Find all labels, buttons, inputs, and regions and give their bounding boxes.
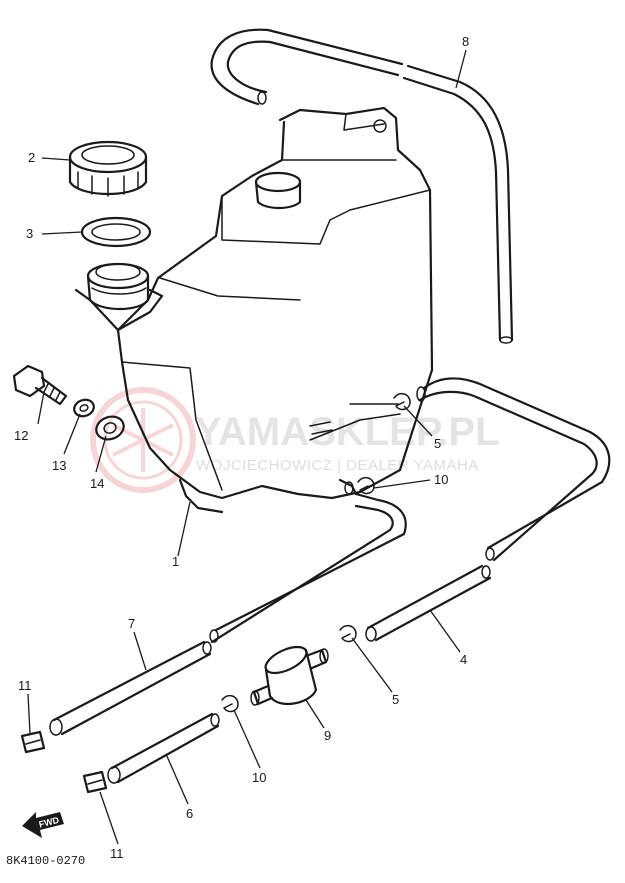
clip-10-upper — [357, 476, 375, 495]
callout-7: 7 — [128, 616, 135, 631]
part-6-hose — [107, 712, 220, 784]
watermark-main-text: YAMASKLEP.PL — [195, 410, 500, 454]
clip-5-lower — [339, 624, 357, 643]
clip-11-upper — [20, 730, 46, 754]
watermark: YAMASKLEP.PL WOJCIECHOWICZ | DEALER YAMA… — [90, 387, 500, 493]
callout-10-upper: 10 — [434, 472, 448, 487]
clip-10-lower — [221, 694, 239, 713]
callout-12: 12 — [14, 428, 28, 443]
callout-5-upper: 5 — [434, 436, 441, 451]
part-2-cap — [68, 140, 148, 197]
part-3-gasket — [80, 216, 152, 248]
callout-10-lower: 10 — [252, 770, 266, 785]
watermark-logo-icon — [90, 387, 196, 493]
part-7-hose — [49, 492, 407, 736]
clip-5-upper — [393, 392, 411, 411]
part-1-reservoir-tank — [74, 106, 434, 514]
callout-1: 1 — [172, 554, 179, 569]
callout-9: 9 — [324, 728, 331, 743]
callouts: 2 3 8 12 13 14 1 5 10 4 5 7 9 10 6 11 11 — [14, 34, 469, 861]
callout-5-lower: 5 — [392, 692, 399, 707]
clip-11-lower — [82, 770, 108, 794]
part-4-overflow-hose — [365, 377, 611, 642]
drawing-number: 8K4100-0270 — [6, 854, 85, 868]
callout-13: 13 — [52, 458, 66, 473]
part-13-washer — [73, 398, 95, 418]
watermark-sub-text: WOJCIECHOWICZ | DEALER YAMAHA — [196, 457, 479, 474]
callout-2: 2 — [28, 150, 35, 165]
callout-11-upper: 11 — [18, 678, 32, 693]
callout-11-lower: 11 — [110, 846, 124, 861]
callout-3: 3 — [26, 226, 33, 241]
leader-lines — [27, 49, 467, 845]
callout-6: 6 — [186, 806, 193, 821]
forward-arrow-icon: FWD — [22, 812, 64, 838]
part-14-grommet — [95, 415, 125, 441]
callout-14: 14 — [90, 476, 104, 491]
part-9-valve — [250, 645, 329, 706]
callout-4: 4 — [460, 652, 467, 667]
part-12-bolt — [12, 364, 68, 406]
part-8-breather-hose — [210, 28, 514, 344]
fwd-label: FWD — [38, 815, 61, 830]
callout-8: 8 — [462, 34, 469, 49]
